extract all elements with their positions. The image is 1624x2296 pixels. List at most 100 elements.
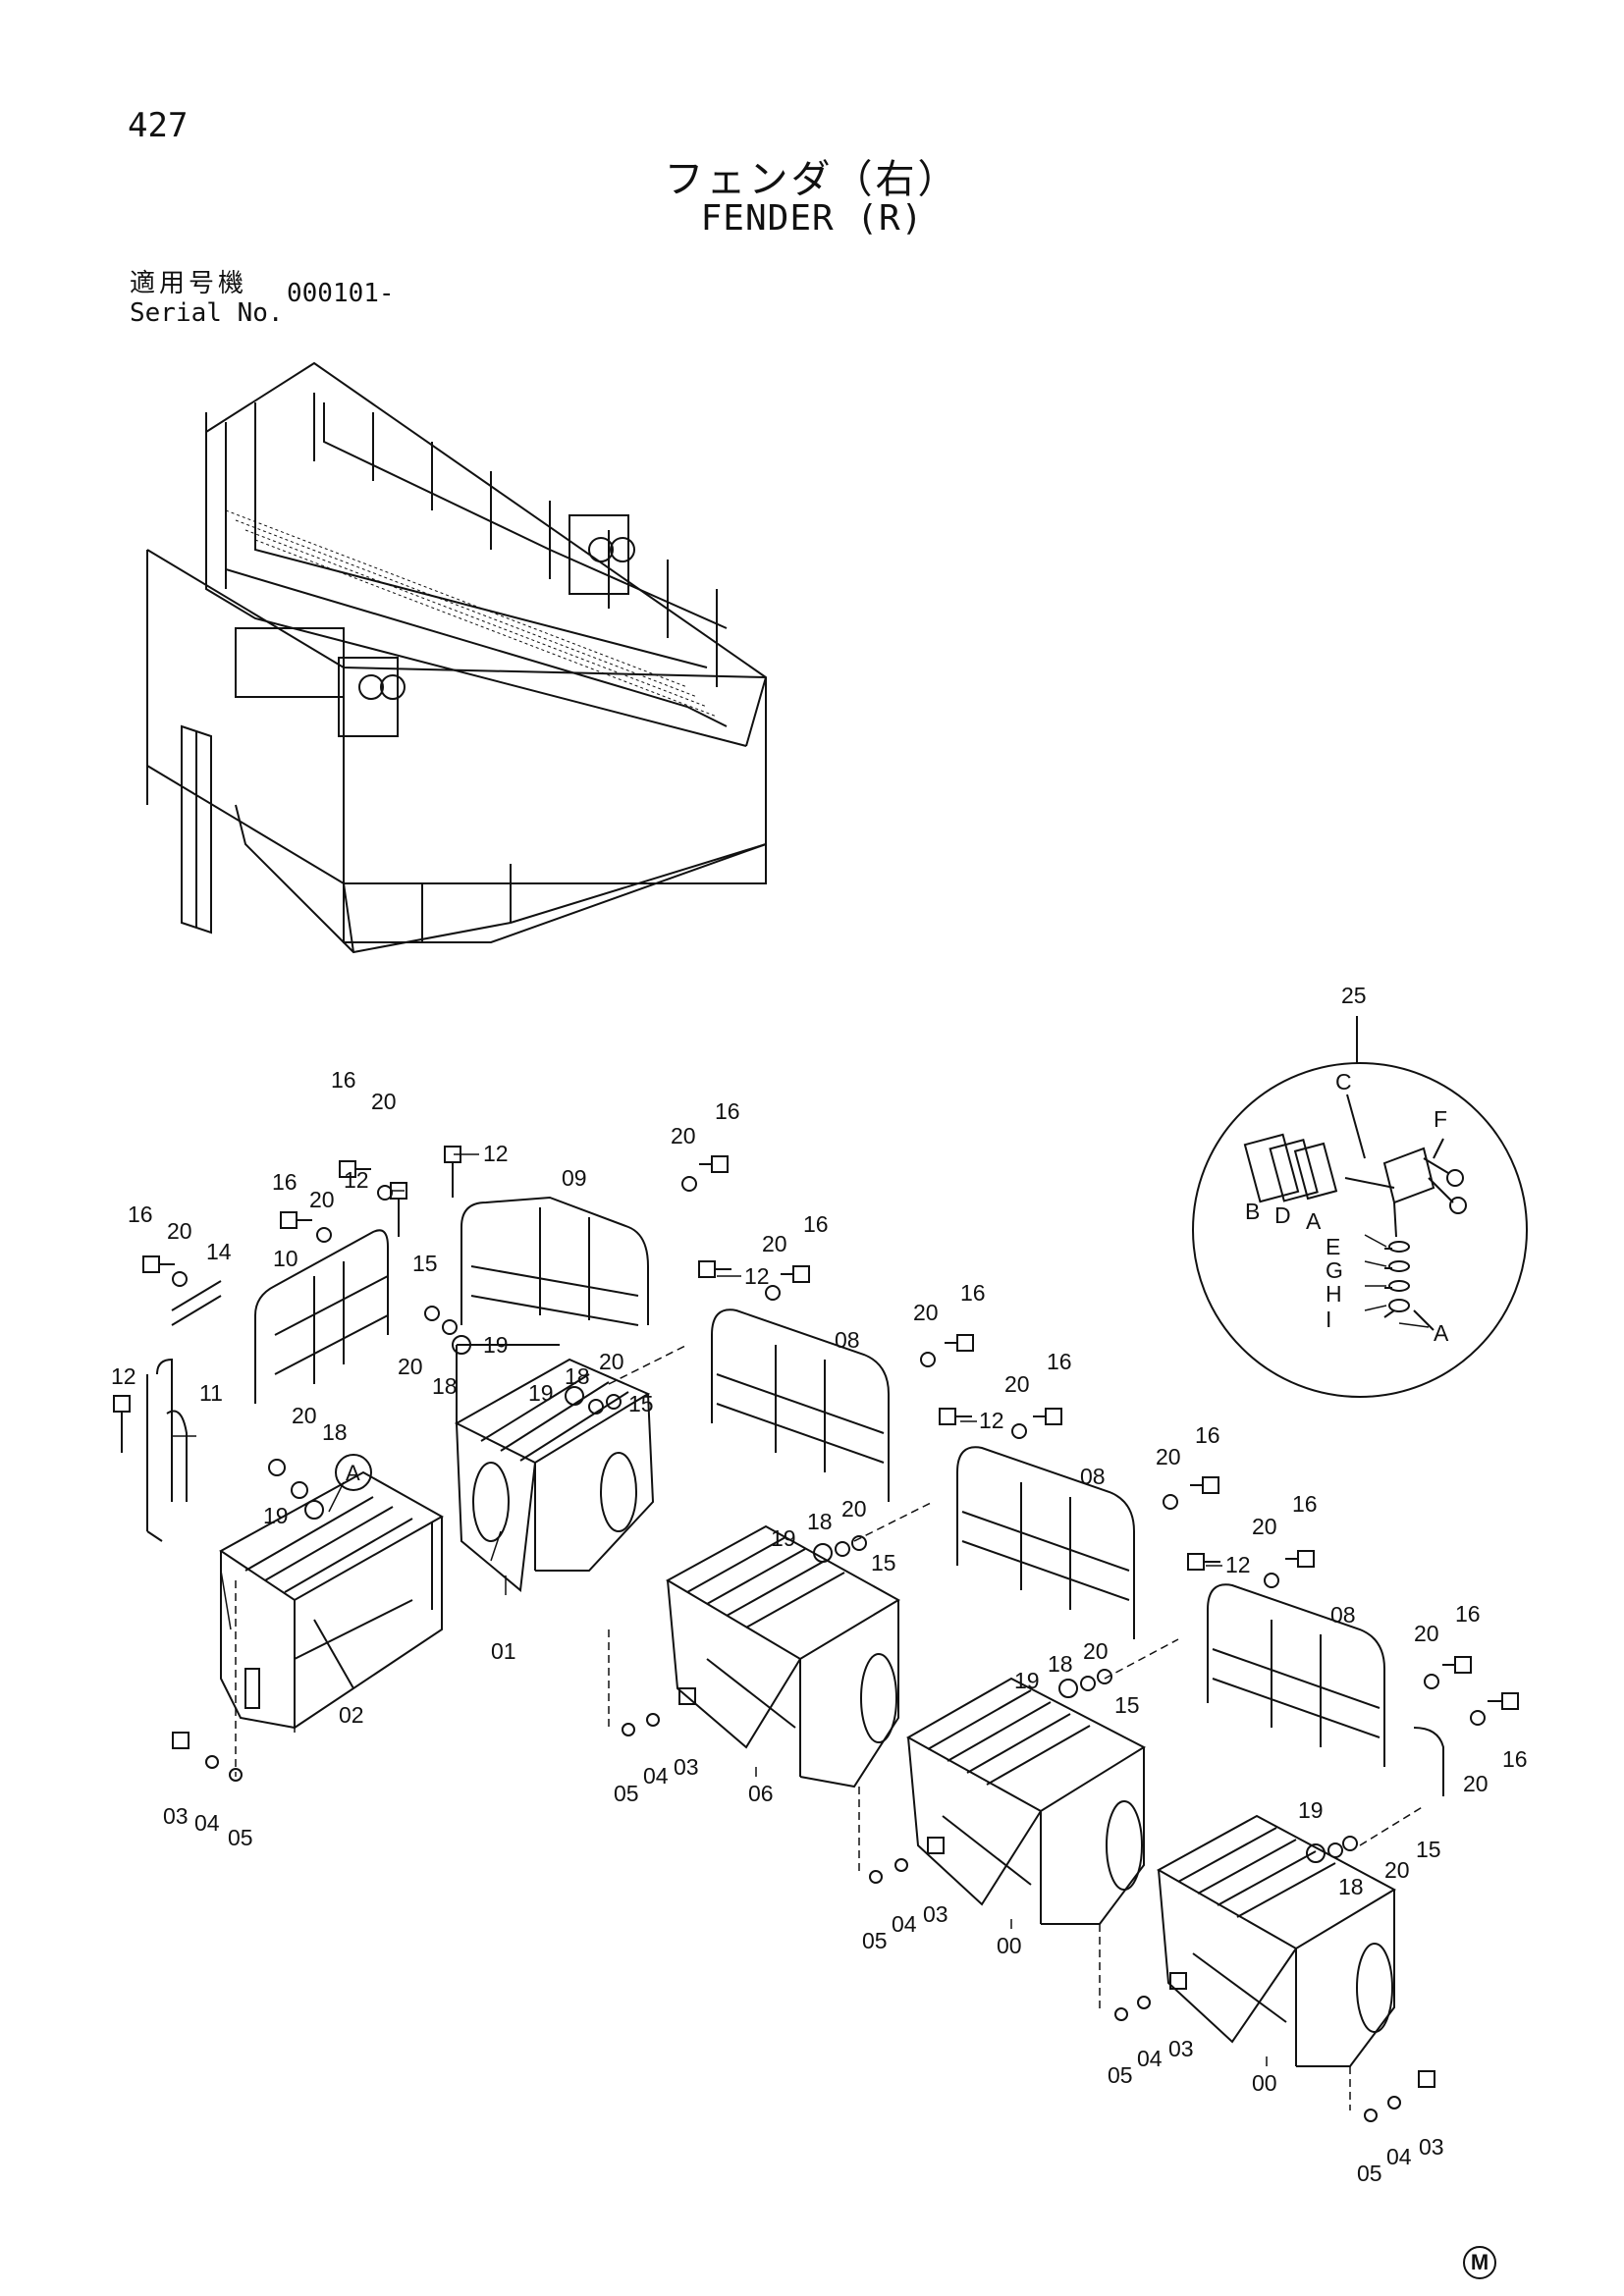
fasteners bbox=[113, 1146, 1519, 2122]
label-20-q: 20 bbox=[1384, 1857, 1410, 1883]
label-16-h: 16 bbox=[1195, 1422, 1220, 1448]
handrail-08-a bbox=[711, 1308, 890, 1502]
label-20-l: 20 bbox=[398, 1354, 423, 1379]
label-19-c: 19 bbox=[528, 1380, 554, 1406]
label-00-right: 00 bbox=[1252, 2070, 1277, 2096]
label-20-f: 20 bbox=[913, 1300, 939, 1325]
walkway-grating bbox=[225, 509, 718, 718]
label-19-d: 19 bbox=[771, 1525, 796, 1551]
label-04-a: 04 bbox=[194, 1810, 220, 1836]
detail-marker-a bbox=[335, 1454, 372, 1491]
detail-circle-25 bbox=[1192, 1016, 1528, 1398]
callout-i: I bbox=[1326, 1307, 1331, 1332]
label-12-a: 12 bbox=[483, 1141, 509, 1166]
leader-lines bbox=[172, 1153, 1430, 2066]
callout-e: E bbox=[1326, 1234, 1340, 1259]
label-20-j: 20 bbox=[1414, 1621, 1439, 1646]
fender-step-01 bbox=[454, 1344, 655, 1592]
callout-labels: 25 C F B D A E G H I A A 01 02 06 00 00 … bbox=[111, 983, 1528, 2186]
label-20-i: 20 bbox=[1252, 1514, 1277, 1539]
label-19-f: 19 bbox=[1298, 1797, 1324, 1823]
label-20-a: 20 bbox=[371, 1089, 397, 1114]
label-18-e: 18 bbox=[1048, 1651, 1073, 1677]
label-05-d: 05 bbox=[1108, 2062, 1133, 2088]
callout-a-detail: A bbox=[1306, 1208, 1322, 1234]
label-05-c: 05 bbox=[862, 1928, 888, 1953]
callout-b: B bbox=[1245, 1199, 1260, 1224]
callout-c: C bbox=[1335, 1069, 1352, 1095]
label-20-n: 20 bbox=[599, 1349, 624, 1374]
label-20-p: 20 bbox=[1083, 1638, 1109, 1664]
label-03-b: 03 bbox=[674, 1754, 699, 1780]
label-00-middle: 00 bbox=[997, 1933, 1022, 1958]
handrail-11 bbox=[146, 1358, 188, 1542]
handrail-10 bbox=[254, 1229, 389, 1404]
label-16-g: 16 bbox=[1047, 1349, 1072, 1374]
title-english: FENDER (R) bbox=[700, 198, 924, 239]
assembly-dashed-lines bbox=[235, 1344, 1425, 2110]
label-16-c: 16 bbox=[128, 1201, 153, 1227]
callout-a-marker: A bbox=[346, 1461, 360, 1485]
handrail-08-b bbox=[956, 1446, 1135, 1639]
fender-step-00-middle bbox=[905, 1677, 1147, 1925]
label-05-b: 05 bbox=[614, 1781, 639, 1806]
label-14: 14 bbox=[206, 1239, 232, 1264]
label-20-c: 20 bbox=[167, 1218, 192, 1244]
label-16-d: 16 bbox=[715, 1098, 740, 1124]
serial-label-english: Serial No. bbox=[130, 298, 284, 328]
label-16-j: 16 bbox=[1455, 1601, 1481, 1627]
callout-25: 25 bbox=[1341, 983, 1367, 1008]
label-08-b: 08 bbox=[1080, 1464, 1106, 1489]
handrail-09 bbox=[460, 1196, 649, 1326]
label-18-a: 18 bbox=[432, 1373, 458, 1399]
label-19-e: 19 bbox=[1014, 1668, 1040, 1693]
label-18-f: 18 bbox=[1338, 1874, 1364, 1899]
label-06: 06 bbox=[748, 1781, 774, 1806]
label-04-e: 04 bbox=[1386, 2144, 1412, 2169]
fender-step-02 bbox=[219, 1470, 445, 1730]
callout-a-outer: A bbox=[1434, 1320, 1449, 1346]
serial-number-value: 000101- bbox=[287, 279, 395, 308]
label-05-a: 05 bbox=[228, 1825, 253, 1850]
label-20-g: 20 bbox=[1004, 1371, 1030, 1397]
label-20-h: 20 bbox=[1156, 1444, 1181, 1469]
label-03-e: 03 bbox=[1419, 2134, 1444, 2160]
label-16-e: 16 bbox=[803, 1211, 829, 1237]
label-20-b: 20 bbox=[309, 1187, 335, 1212]
label-12-e: 12 bbox=[979, 1408, 1004, 1433]
page-number: 427 bbox=[128, 106, 189, 145]
label-08-c: 08 bbox=[1330, 1602, 1356, 1628]
label-12-b: 12 bbox=[344, 1167, 369, 1193]
label-20-m: 20 bbox=[292, 1403, 317, 1428]
label-16-i: 16 bbox=[1292, 1491, 1318, 1517]
label-15-b: 15 bbox=[628, 1391, 654, 1416]
label-18-c: 18 bbox=[565, 1363, 590, 1389]
label-20-e: 20 bbox=[762, 1231, 787, 1256]
label-10: 10 bbox=[273, 1246, 298, 1271]
label-20-k: 20 bbox=[1463, 1771, 1489, 1796]
label-03-a: 03 bbox=[163, 1803, 189, 1829]
label-18-d: 18 bbox=[807, 1509, 833, 1534]
callout-f: F bbox=[1434, 1106, 1447, 1132]
callout-d: D bbox=[1274, 1202, 1291, 1228]
label-04-d: 04 bbox=[1137, 2046, 1163, 2071]
label-12-c: 12 bbox=[111, 1363, 136, 1389]
label-12-f: 12 bbox=[1225, 1552, 1251, 1577]
label-01: 01 bbox=[491, 1638, 516, 1664]
label-12-d: 12 bbox=[744, 1263, 770, 1289]
serial-label-japanese: 適用号機 bbox=[130, 269, 248, 298]
callout-g: G bbox=[1326, 1257, 1343, 1283]
label-16-f: 16 bbox=[960, 1280, 986, 1306]
title-japanese: フェンダ（右） bbox=[664, 157, 960, 202]
label-18-b: 18 bbox=[322, 1419, 348, 1445]
label-04-c: 04 bbox=[892, 1911, 917, 1937]
handrail-14 bbox=[171, 1280, 222, 1326]
fender-step-06 bbox=[665, 1524, 900, 1789]
label-16-k: 16 bbox=[1502, 1746, 1528, 1772]
label-20-d: 20 bbox=[671, 1123, 696, 1148]
label-04-b: 04 bbox=[643, 1763, 669, 1789]
manufacturer-mark: M bbox=[1463, 2246, 1496, 2279]
label-20-o: 20 bbox=[841, 1496, 867, 1522]
label-08-a: 08 bbox=[835, 1327, 860, 1353]
